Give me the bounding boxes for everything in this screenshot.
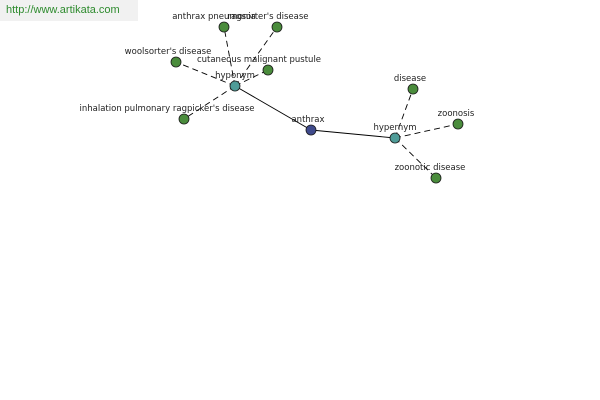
anthrax-label[interactable]: anthrax — [291, 115, 324, 125]
hyponym-node[interactable] — [229, 80, 241, 92]
hypernym-label[interactable]: hypernym — [373, 123, 416, 133]
edge-hypernym-zoonosis — [394, 123, 459, 139]
woolsorters-disease-node[interactable] — [170, 56, 182, 68]
edge-hypernym-disease — [394, 88, 414, 139]
disease-node[interactable] — [407, 83, 419, 95]
watermark-banner: http://www.artikata.com — [0, 0, 138, 21]
inhalation-disease-label[interactable]: inhalation pulmonary ragpicker's disease — [80, 104, 255, 114]
woolsorters-disease-label[interactable]: woolsorter's disease — [125, 47, 212, 57]
zoonosis-node[interactable] — [452, 118, 464, 130]
edge-hyponym-cutaneous-malignant-pustule — [234, 69, 269, 87]
zoonotic-disease-label[interactable]: zoonotic disease — [395, 163, 466, 173]
hypernym-node[interactable] — [389, 132, 401, 144]
watermark-url: http://www.artikata.com — [6, 4, 120, 16]
edge-hyponym-anthrax-pneumonia — [223, 26, 236, 87]
edge-hyponym-woolsorters-disease — [175, 61, 236, 87]
zoonotic-disease-node[interactable] — [430, 172, 442, 184]
edge-hyponym-inhalation-disease — [183, 85, 236, 120]
ragsorters-disease-node[interactable] — [271, 21, 283, 33]
edge-anthrax-hypernym — [310, 129, 396, 139]
anthrax-pneumonia-label[interactable]: anthrax pneumonia — [172, 12, 256, 22]
anthrax-node[interactable] — [305, 124, 317, 136]
edge-anthrax-hyponym — [234, 85, 312, 131]
inhalation-disease-node[interactable] — [178, 113, 190, 125]
zoonosis-label[interactable]: zoonosis — [438, 109, 475, 119]
cutaneous-malignant-pustule-node[interactable] — [262, 64, 274, 76]
ragsorters-disease-label[interactable]: ragsorter's disease — [227, 12, 308, 22]
edge-hyponym-ragsorters-disease — [234, 26, 278, 87]
cutaneous-malignant-pustule-label[interactable]: cutaneous malignant pustule — [197, 55, 321, 65]
anthrax-pneumonia-node[interactable] — [218, 21, 230, 33]
hyponym-label[interactable]: hyponym — [215, 71, 255, 81]
disease-label[interactable]: disease — [394, 74, 426, 84]
